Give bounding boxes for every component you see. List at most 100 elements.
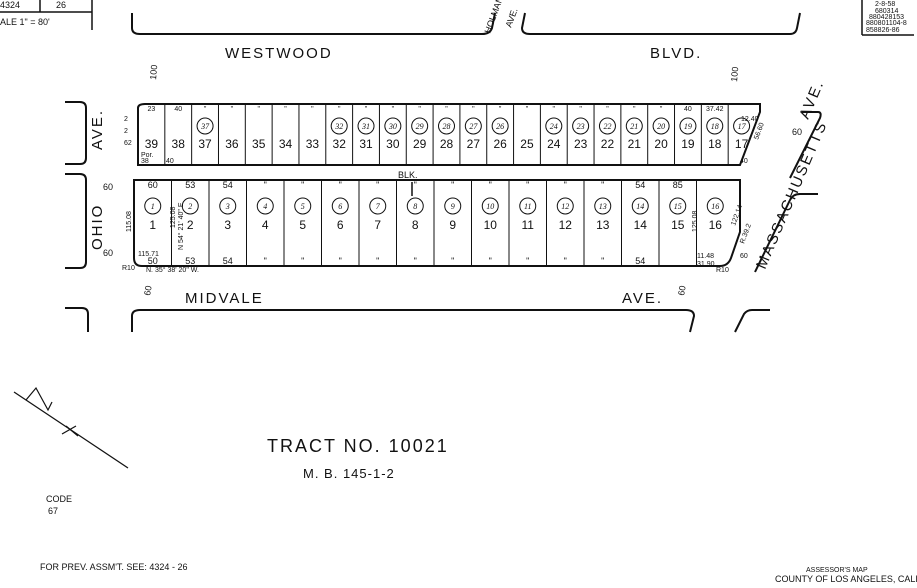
- north-lot-circle: [357, 117, 375, 135]
- south-lot-width-top: ": [489, 180, 492, 190]
- south-lot-width-bottom: 54: [635, 256, 645, 266]
- ohio-ave-street: AVE. OHIO 60 60: [65, 101, 113, 269]
- north-lot-width: ": [284, 106, 287, 113]
- westwood-width-left: 100: [148, 64, 159, 80]
- north-lot-circle-number: 24: [550, 122, 558, 131]
- map-book-number: 4324: [0, 0, 20, 10]
- street-label-midvale-ave: AVE.: [622, 290, 663, 307]
- north-lot-number: 28: [440, 137, 454, 151]
- massachusetts-dim: 60: [740, 253, 748, 260]
- street-label-ohio-ave: AVE.: [89, 109, 106, 150]
- revision-date-5: 858826-86: [866, 27, 900, 34]
- north-lot-circle: [464, 117, 482, 135]
- south-lot-width-top: ": [601, 180, 604, 190]
- south-lot-circle: [706, 197, 724, 215]
- street-label-massachusetts-ave: AVE.: [796, 77, 828, 121]
- south-lot-circle: [144, 197, 162, 215]
- south-lot-number: 16: [709, 218, 723, 232]
- header-corner-right: 2-8-58 680314 880428153 880801104-8 8588…: [861, 0, 914, 36]
- north-lot-width: 37.42: [706, 106, 724, 113]
- block-label-text: BLK.: [398, 170, 418, 180]
- north-lot-width: 23: [148, 106, 156, 113]
- south-lot-number: 1: [149, 218, 156, 232]
- midvale-width-left: 60: [142, 285, 154, 297]
- north-lot-number: 18: [708, 137, 722, 151]
- south-lot-circle: [631, 197, 649, 215]
- south-lot-width-bottom: ": [264, 256, 267, 266]
- street-label-holman-ave: AVE.: [503, 7, 519, 29]
- south-lot-circle: [519, 197, 537, 215]
- south-lot-width-top: 60: [148, 180, 158, 190]
- south-lot-number: 4: [262, 218, 269, 232]
- south-lot-width-top: ": [451, 180, 454, 190]
- north-left-dim-1: 2: [124, 116, 128, 123]
- south-lot-width-top: 54: [635, 180, 645, 190]
- north-lot-number: 17: [735, 137, 749, 151]
- south-left-depth: 115.08: [126, 211, 133, 232]
- north-lot-number: 36: [225, 137, 239, 151]
- south-lot-circle-number: 15: [674, 202, 682, 211]
- north-lot-width: ": [579, 106, 582, 113]
- south-lot-width-top: 54: [223, 180, 233, 190]
- south-lot-circle-number: 10: [486, 202, 494, 211]
- street-label-holman: HOLMAN: [482, 0, 505, 35]
- westwood-blvd-street: WESTWOOD BLVD. 100 100: [131, 12, 801, 82]
- north-left-dim-3: 62: [124, 140, 132, 147]
- north-lot-circle: [679, 117, 697, 135]
- south-lot-width-bottom: ": [339, 256, 342, 266]
- street-label-massachusetts: MASSACHUSETTS: [753, 118, 831, 271]
- block-label: BLK.: [398, 170, 418, 196]
- north-lot-number: 33: [306, 137, 320, 151]
- westwood-width-right: 100: [729, 66, 740, 82]
- south-lot-circle: [406, 197, 424, 215]
- south-lot-number: 15: [671, 218, 685, 232]
- north-lot-circle: [196, 117, 214, 135]
- south-lot-circle: [181, 197, 199, 215]
- south-lot-circle-number: 6: [338, 202, 342, 211]
- north-lot-width: ": [660, 106, 663, 113]
- north-lot-circle: [330, 117, 348, 135]
- south-lot-circle: [669, 197, 687, 215]
- footer: FOR PREV. ASSM'T. SEE: 4324 - 26 ASSESSO…: [40, 562, 917, 584]
- map-page-number: 26: [56, 0, 66, 10]
- revision-date-4: 880801104-8: [866, 20, 907, 27]
- south-radius-left: R10: [122, 265, 135, 272]
- holman-ave-street: HOLMAN AVE.: [482, 0, 519, 35]
- north-lot-number: 37: [198, 137, 212, 151]
- south-lot-circle: [594, 197, 612, 215]
- south-lot-circle-number: 7: [376, 202, 381, 211]
- south-lot-number: 8: [412, 218, 419, 232]
- north-lot-circle: [491, 117, 509, 135]
- north-lot-number: 24: [547, 137, 561, 151]
- north-lot-width: ": [445, 106, 448, 113]
- north-lot-number: 32: [333, 137, 347, 151]
- south-lot-number: 14: [634, 218, 648, 232]
- north-lot-number: 22: [601, 137, 615, 151]
- map-scale: ALE 1" = 80': [0, 17, 50, 27]
- street-label-midvale: MIDVALE: [185, 290, 264, 307]
- south-lot-circle: [256, 197, 274, 215]
- tract-title-block: TRACT NO. 10021 M. B. 145-1-2: [267, 436, 447, 481]
- revision-date-1: 2-8-58: [875, 1, 895, 8]
- street-label-ohio: OHIO: [89, 204, 106, 250]
- north-lot-width: ": [553, 106, 556, 113]
- south-bottom-bearing: N. 35° 38' 20" W.: [146, 266, 199, 274]
- north-lot-circle: [706, 117, 724, 135]
- massachusetts-radius: R.39.2: [739, 223, 753, 245]
- north-lot-width: ": [526, 106, 529, 113]
- south-lot-width-bottom: ": [489, 256, 492, 266]
- south-lot-circle-number: 8: [413, 202, 417, 211]
- north-lot-circle-number: 37: [200, 122, 210, 131]
- north-lot-width: ": [311, 106, 314, 113]
- north-lot-number: 29: [413, 137, 427, 151]
- ohio-width-upper: 60: [103, 182, 113, 192]
- north-lot-circle-number: 27: [469, 122, 478, 131]
- south-lot-circle-number: 9: [451, 202, 455, 211]
- south-lot-number: 2: [187, 218, 194, 232]
- north-lot-circle: [411, 117, 429, 135]
- north-right-dim-3: 40: [740, 158, 748, 165]
- south-radius-right: R10: [716, 267, 729, 274]
- north-lot-number: 31: [359, 137, 373, 151]
- north-lot-circle: [733, 117, 751, 135]
